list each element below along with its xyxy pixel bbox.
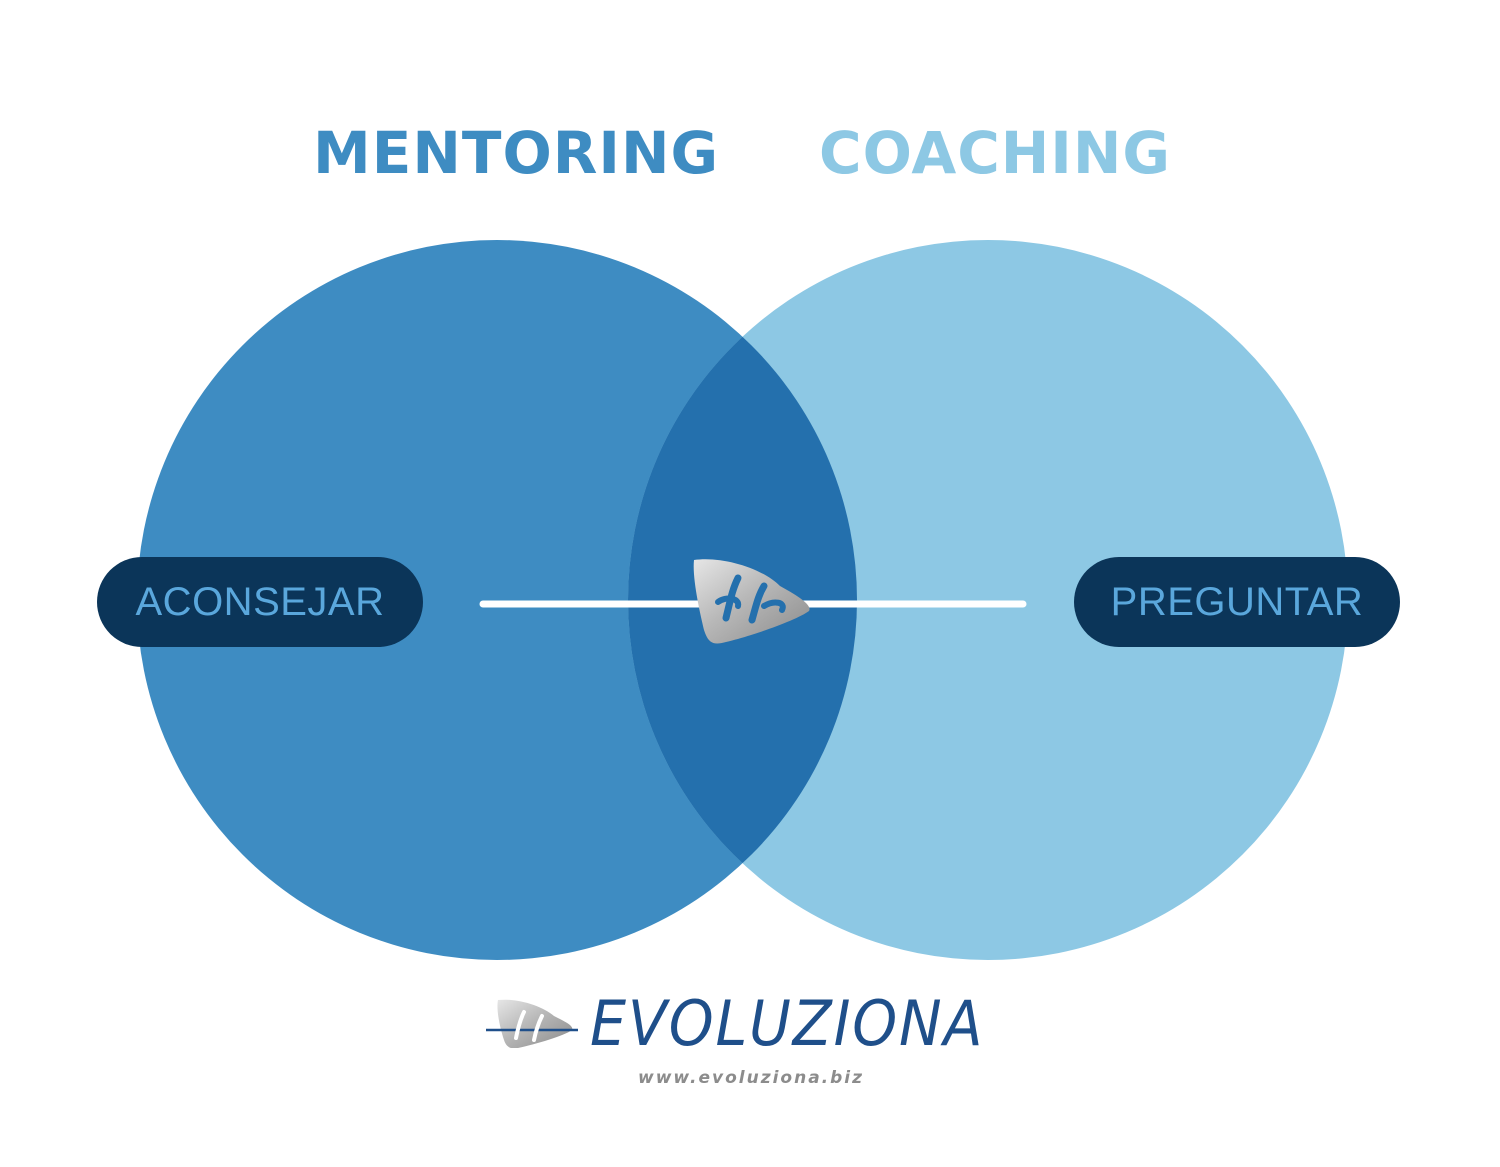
evoluziona-logo-icon xyxy=(486,999,578,1048)
brand-url: www.evoluziona.biz xyxy=(638,1068,865,1088)
center-logo-icon xyxy=(693,559,810,644)
brand-name: EVOLUZIONA xyxy=(590,987,985,1060)
aconsejar-label: ACONSEJAR xyxy=(135,579,385,624)
preguntar-pill: PREGUNTAR xyxy=(1074,557,1400,647)
overlap-region xyxy=(628,240,857,960)
coaching-title: COACHING xyxy=(819,119,1172,187)
brand-lockup: EVOLUZIONA xyxy=(484,988,1024,1068)
aconsejar-pill: ACONSEJAR xyxy=(97,557,423,647)
preguntar-label: PREGUNTAR xyxy=(1110,579,1364,624)
mentoring-title: MENTORING xyxy=(313,119,720,187)
